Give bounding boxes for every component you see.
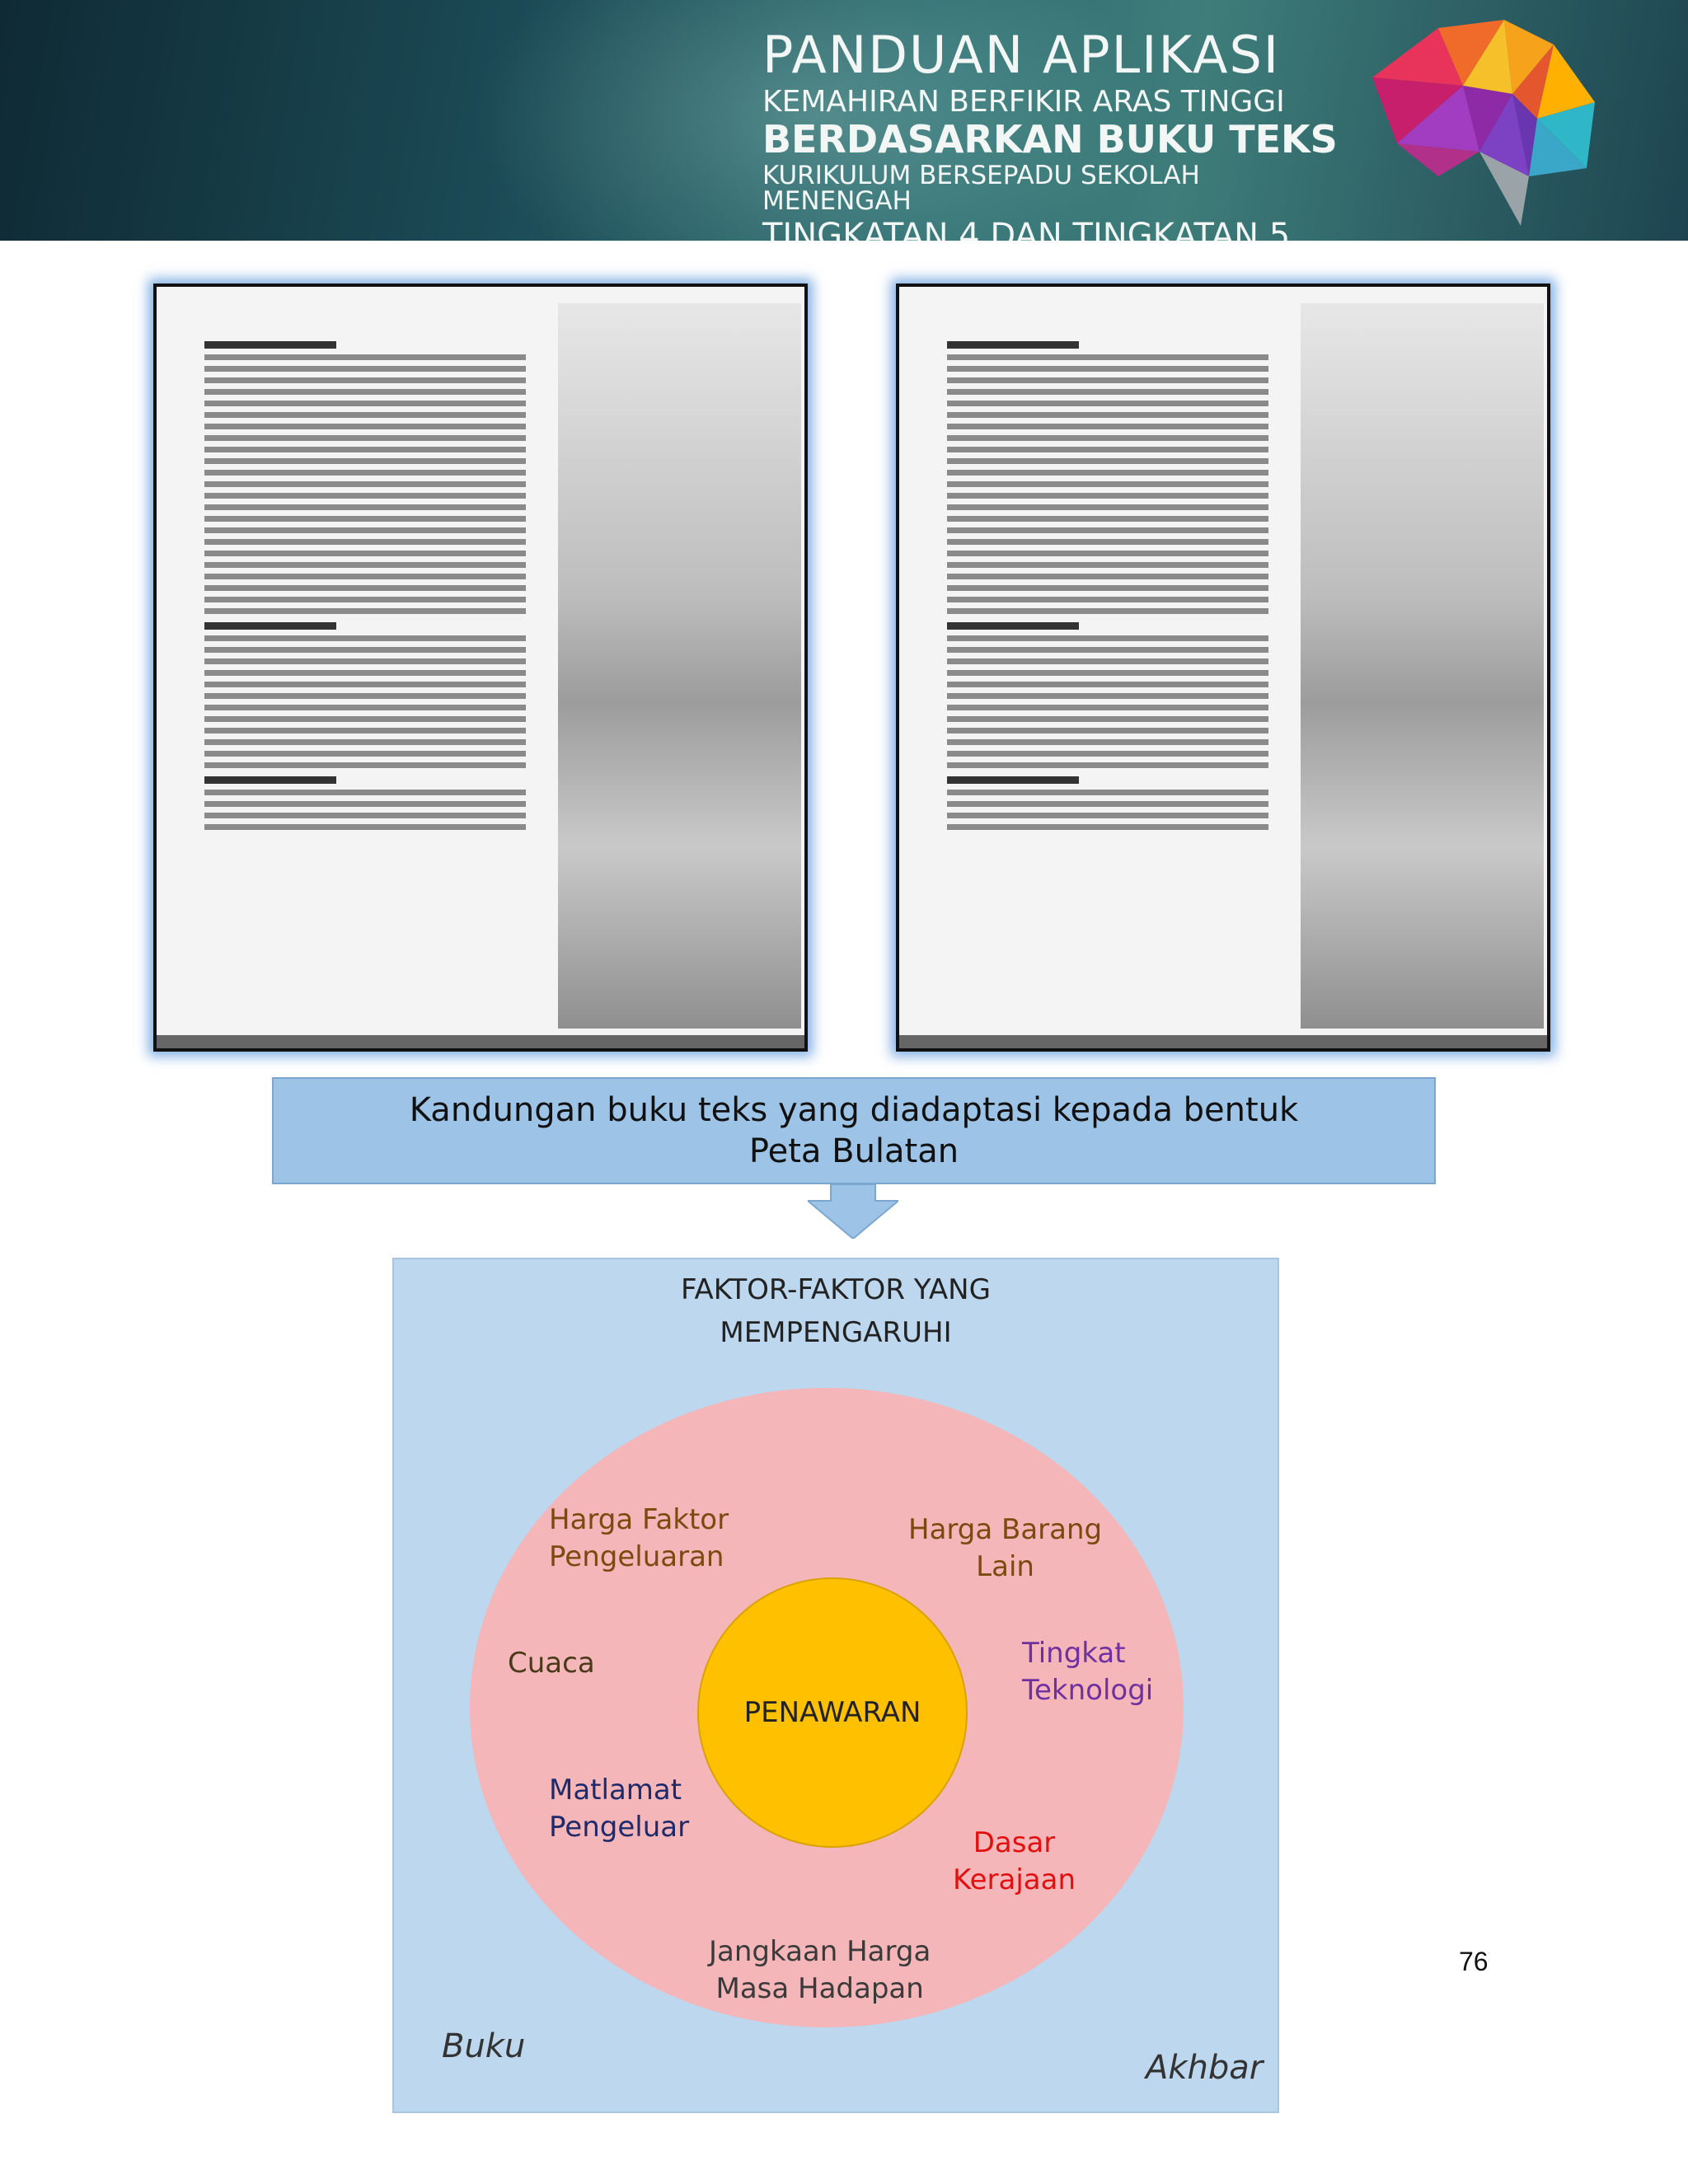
factor-matlamat-pengeluar: Matlamat Pengeluar (549, 1774, 690, 1844)
banner-title: PANDUAN APLIKASI KEMAHIRAN BERFIKIR ARAS… (762, 30, 1339, 241)
factor-tingkat-teknologi: Tingkat Teknologi (1022, 1637, 1154, 1707)
page-text-column (947, 333, 1438, 836)
factor-harga-faktor-pengeluaran: Harga Faktor Pengeluaran (549, 1503, 729, 1573)
page-photo-sidebar (558, 303, 801, 1029)
frame-reference-buku: Buku (442, 2027, 526, 2065)
banner-line-5: TINGKATAN 4 DAN TINGKATAN 5 (762, 217, 1291, 241)
brain-logo-icon (1372, 20, 1595, 226)
caption-line-1: Kandungan buku teks yang diadaptasi kepa… (409, 1091, 1299, 1129)
page-text-column (204, 333, 696, 836)
center-topic: PENAWARAN (743, 1696, 921, 1729)
page-number: 76 (1459, 1947, 1489, 1976)
down-arrow-icon (808, 1184, 898, 1239)
header-banner: PANDUAN APLIKASI KEMAHIRAN BERFIKIR ARAS… (0, 0, 1688, 241)
page-bottom-strip (157, 1035, 804, 1048)
banner-line-4: KURIKULUM BERSEPADU SEKOLAH MENENGAH (762, 161, 1200, 216)
frame-reference-akhbar: Akhbar (1146, 2049, 1264, 2087)
page-bottom-strip (899, 1035, 1547, 1048)
map-title-line-1: FAKTOR-FAKTOR YANG (681, 1273, 991, 1306)
banner-glow (445, 0, 1187, 241)
banner-line-3: BERDASARKAN BUKU TEKS (762, 117, 1338, 162)
factor-cuaca: Cuaca (508, 1647, 595, 1680)
circle-map-frame: FAKTOR-FAKTOR YANG MEMPENGARUHI PENAWARA… (392, 1258, 1279, 2113)
banner-line-2: KEMAHIRAN BERFIKIR ARAS TINGGI (762, 85, 1285, 119)
factor-dasar-kerajaan: Dasar Kerajaan (953, 1826, 1076, 1896)
page-photo-sidebar (1301, 303, 1544, 1029)
factor-jangkaan-harga-masa-hadapan: Jangkaan Harga Masa Hadapan (709, 1935, 931, 2005)
map-title-line-2: MEMPENGARUHI (720, 1316, 952, 1349)
banner-line-1: PANDUAN APLIKASI (762, 25, 1281, 85)
factor-harga-barang-lain: Harga Barang Lain (908, 1513, 1103, 1583)
textbook-page-scan-right (896, 284, 1550, 1052)
caption-line-2: Peta Bulatan (748, 1132, 959, 1170)
adaptation-caption: Kandungan buku teks yang diadaptasi kepa… (272, 1077, 1436, 1184)
center-circle: PENAWARAN (697, 1577, 968, 1848)
textbook-page-scan-left (153, 284, 808, 1052)
